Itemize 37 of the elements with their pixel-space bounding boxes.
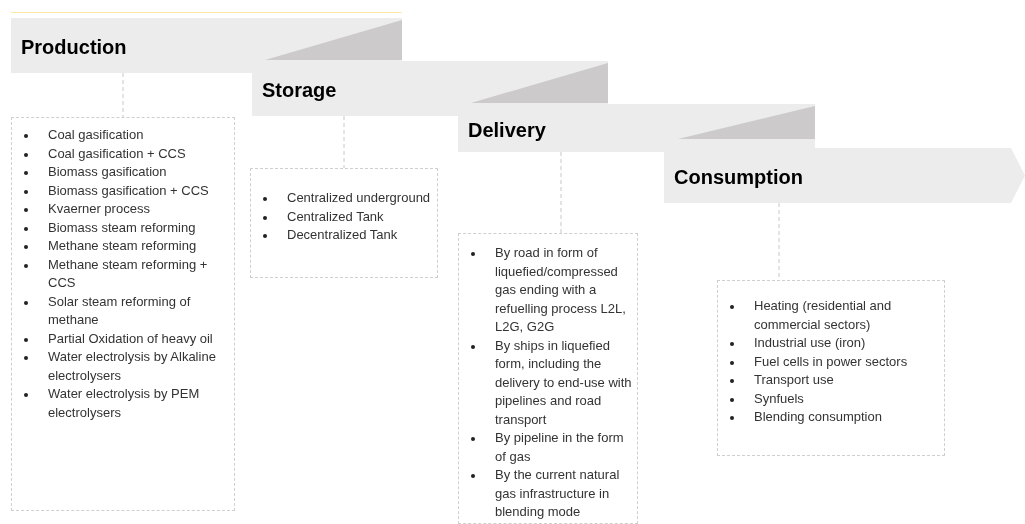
list-item-text: By ships in liquefied form, including the delivery to end-use with pipelines and road transport <box>495 336 633 429</box>
list-item-text: By the current natural gas infrastructure in blending mode <box>495 466 621 521</box>
list-item-text: Transport use <box>754 371 834 389</box>
stage-title: Consumption <box>674 167 803 187</box>
list-item-text: Blending consumption <box>754 408 882 426</box>
stage-title: Delivery <box>468 120 546 140</box>
list-box <box>458 233 638 524</box>
list-item-text: Centralized Tank <box>287 207 384 226</box>
list-item-text: Centralized underground <box>287 189 431 207</box>
list-box <box>11 117 235 511</box>
list-item-text: By road in form of liquefied/compressed gas ending with a refuelling process L2L, L2G, G2G <box>495 244 627 336</box>
list-item-text: Heating (residential and commercial sectors) <box>754 297 893 334</box>
stage-banner <box>11 18 402 73</box>
list-item-text: Synfuels <box>754 389 804 408</box>
list-item-text: Industrial use (iron) <box>754 334 866 352</box>
stage-title: Storage <box>262 80 337 100</box>
list-item-text: Methane steam reforming + CCS <box>48 255 209 292</box>
list-item-text: Kvaerner process <box>48 200 150 218</box>
stage-banner <box>458 104 815 152</box>
stage-title: Production <box>21 37 127 57</box>
list-item-text: Water electrolysis by PEM electrolysers <box>48 385 201 422</box>
stage-banner <box>664 148 1025 203</box>
list-item-text: Coal gasification + CCS <box>48 144 186 163</box>
list-item-text: Biomass steam reforming <box>48 218 196 237</box>
stage-banner <box>252 61 608 116</box>
list-box <box>717 280 945 456</box>
list-item-text: Coal gasification <box>48 126 144 144</box>
list-item-text: Solar steam reforming of methane <box>48 292 192 329</box>
list-item-text: Water electrolysis by Alkaline electrolysers <box>48 348 217 385</box>
list-item-text: Partial Oxidation of heavy oil <box>48 329 213 348</box>
list-item-text: Biomass gasification + CCS <box>48 181 209 200</box>
list-box <box>250 168 438 278</box>
list-item-text: Methane steam reforming <box>48 237 197 255</box>
list-item-text: Fuel cells in power sectors <box>754 352 908 371</box>
list-item-text: By pipeline in the form of gas <box>495 429 625 466</box>
list-item-text: Biomass gasification <box>48 163 167 181</box>
list-item-text: Decentralized Tank <box>287 226 398 244</box>
